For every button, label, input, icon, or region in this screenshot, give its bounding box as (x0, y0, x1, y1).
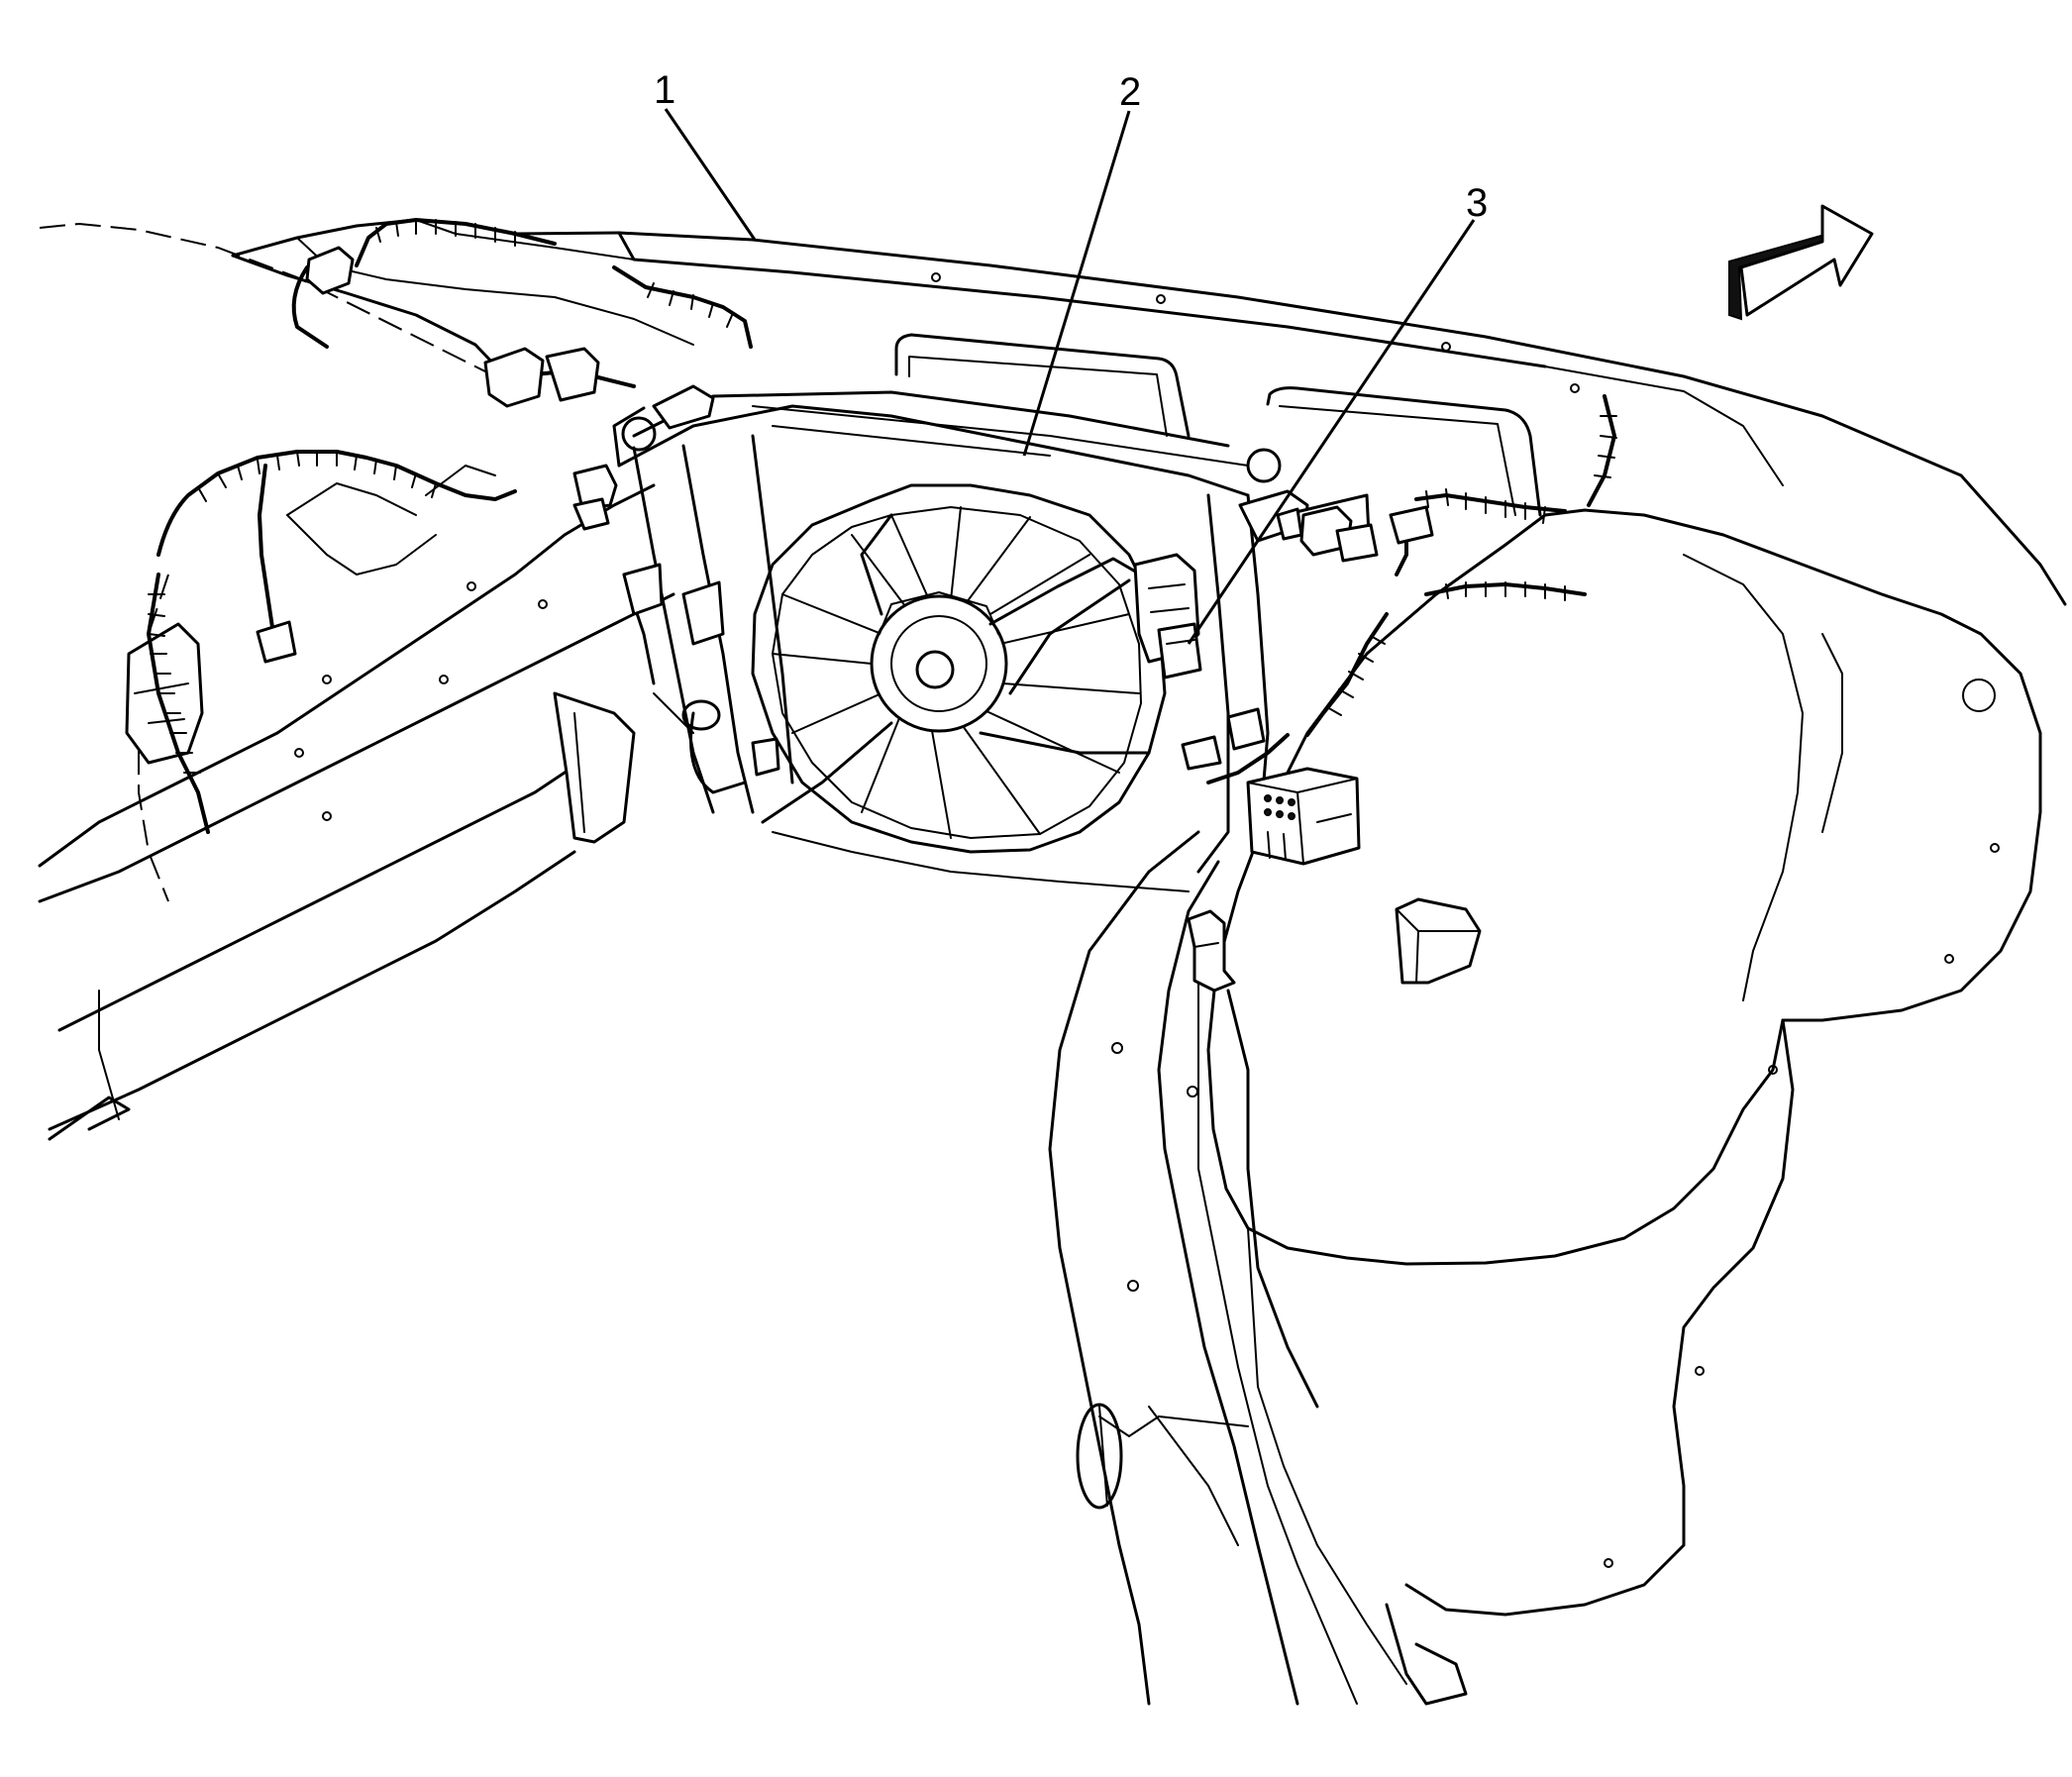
leader-line-3 (1187, 219, 1476, 645)
forward-arrow-icon (1728, 204, 1874, 321)
left-wiring-harness (147, 218, 753, 834)
callout-label-2: 2 (1119, 70, 1141, 114)
callout-label-1: 1 (654, 68, 675, 112)
right-frame-rail (1048, 830, 1468, 1706)
leader-line-1 (664, 108, 757, 241)
cooling-fan (751, 483, 1202, 854)
leader-line-2 (1022, 110, 1131, 457)
right-fender-liner (1206, 508, 2042, 1617)
callout-leaders (664, 108, 1476, 645)
right-wiring-harness (1181, 394, 1617, 866)
callout-label-3: 3 (1466, 181, 1488, 225)
